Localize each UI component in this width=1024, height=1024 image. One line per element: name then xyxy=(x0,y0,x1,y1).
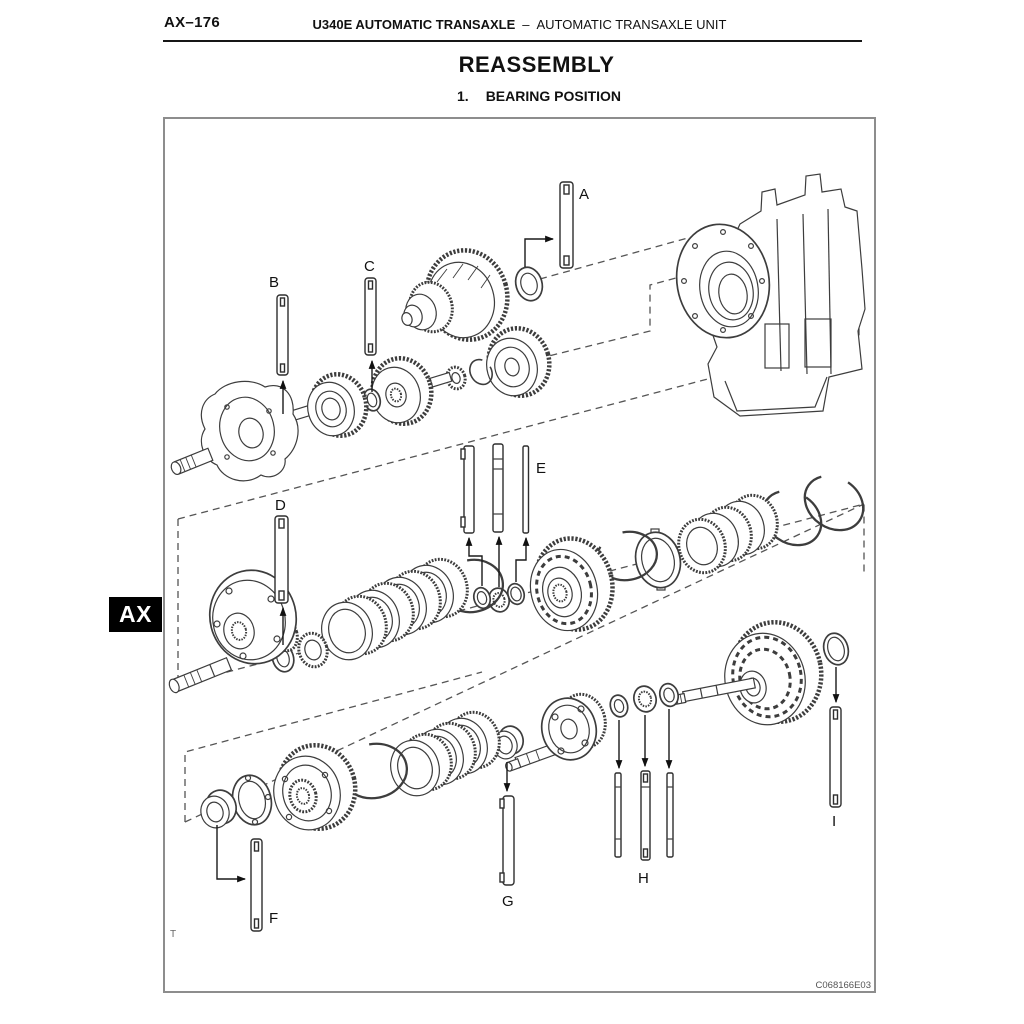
leader-arrow-a xyxy=(524,235,555,267)
bearing-label-c: C xyxy=(364,258,375,275)
ring-gear-drum xyxy=(724,619,824,726)
bearing-rollers xyxy=(250,181,842,932)
output-shaft-row xyxy=(200,619,850,832)
step-heading: 1. BEARING POSITION xyxy=(457,88,621,104)
bearing-roller-i xyxy=(829,706,842,808)
bearing-label-a: A xyxy=(579,186,589,203)
bearing-position-exploded-diagram: A B C D E F G H I T C068166E03 xyxy=(168,173,871,991)
figure-code: C068166E03 xyxy=(816,980,871,991)
input-shaft-gear-train xyxy=(170,248,552,482)
output-gear-hub xyxy=(505,692,607,772)
figure-corner-mark: T xyxy=(170,929,176,940)
bearing-roller-a xyxy=(559,181,574,269)
step-number: 1. xyxy=(457,88,469,104)
oil-pump xyxy=(170,380,299,482)
page-title: REASSEMBLY xyxy=(458,52,615,77)
running-header: U340E AUTOMATIC TRANSAXLE–AUTOMATIC TRAN… xyxy=(163,17,876,32)
leader-arrows xyxy=(216,235,840,883)
header-rule xyxy=(163,40,862,42)
bearing-roller-e3 xyxy=(522,445,530,534)
leader-arrow-e3 xyxy=(515,536,530,582)
bearing-roller-h3 xyxy=(666,772,674,858)
leader-arrow-e1 xyxy=(465,536,483,586)
clutch-drum xyxy=(529,536,615,632)
bearing-roller-b xyxy=(276,294,289,376)
figure-box: A B C D E F G H I T C068166E03 xyxy=(163,117,876,993)
bearing-roller-e2 xyxy=(492,443,504,533)
bearing-label-h: H xyxy=(638,870,649,887)
running-header-unit: AUTOMATIC TRANSAXLE UNIT xyxy=(536,17,727,32)
bearing-roller-g xyxy=(499,795,515,886)
section-tab: AX xyxy=(109,597,162,632)
bearing-label-b: B xyxy=(269,274,279,291)
bearing-roller-f xyxy=(250,838,263,932)
bearing-label-i: I xyxy=(832,813,836,830)
step-title: BEARING POSITION xyxy=(485,88,622,104)
bearing-roller-e1 xyxy=(460,445,475,534)
bearing-label-g: G xyxy=(502,893,514,910)
direct-clutch-drum xyxy=(273,742,358,832)
bearing-roller-h2 xyxy=(640,770,651,861)
bearing-label-e: E xyxy=(536,460,546,477)
bearing-roller-c xyxy=(364,277,377,356)
running-header-separator: – xyxy=(522,17,530,32)
clutch-and-planetary-row xyxy=(168,474,865,694)
bearing-roller-d xyxy=(274,515,289,604)
bearing-label-f: F xyxy=(269,910,278,927)
leader-arrow-f xyxy=(216,825,247,883)
bearing-roller-h1 xyxy=(614,772,622,858)
page-number: AX–176 xyxy=(164,14,221,31)
running-header-section: U340E AUTOMATIC TRANSAXLE xyxy=(312,17,516,32)
transaxle-case xyxy=(675,173,866,417)
bearing-label-d: D xyxy=(275,497,286,514)
